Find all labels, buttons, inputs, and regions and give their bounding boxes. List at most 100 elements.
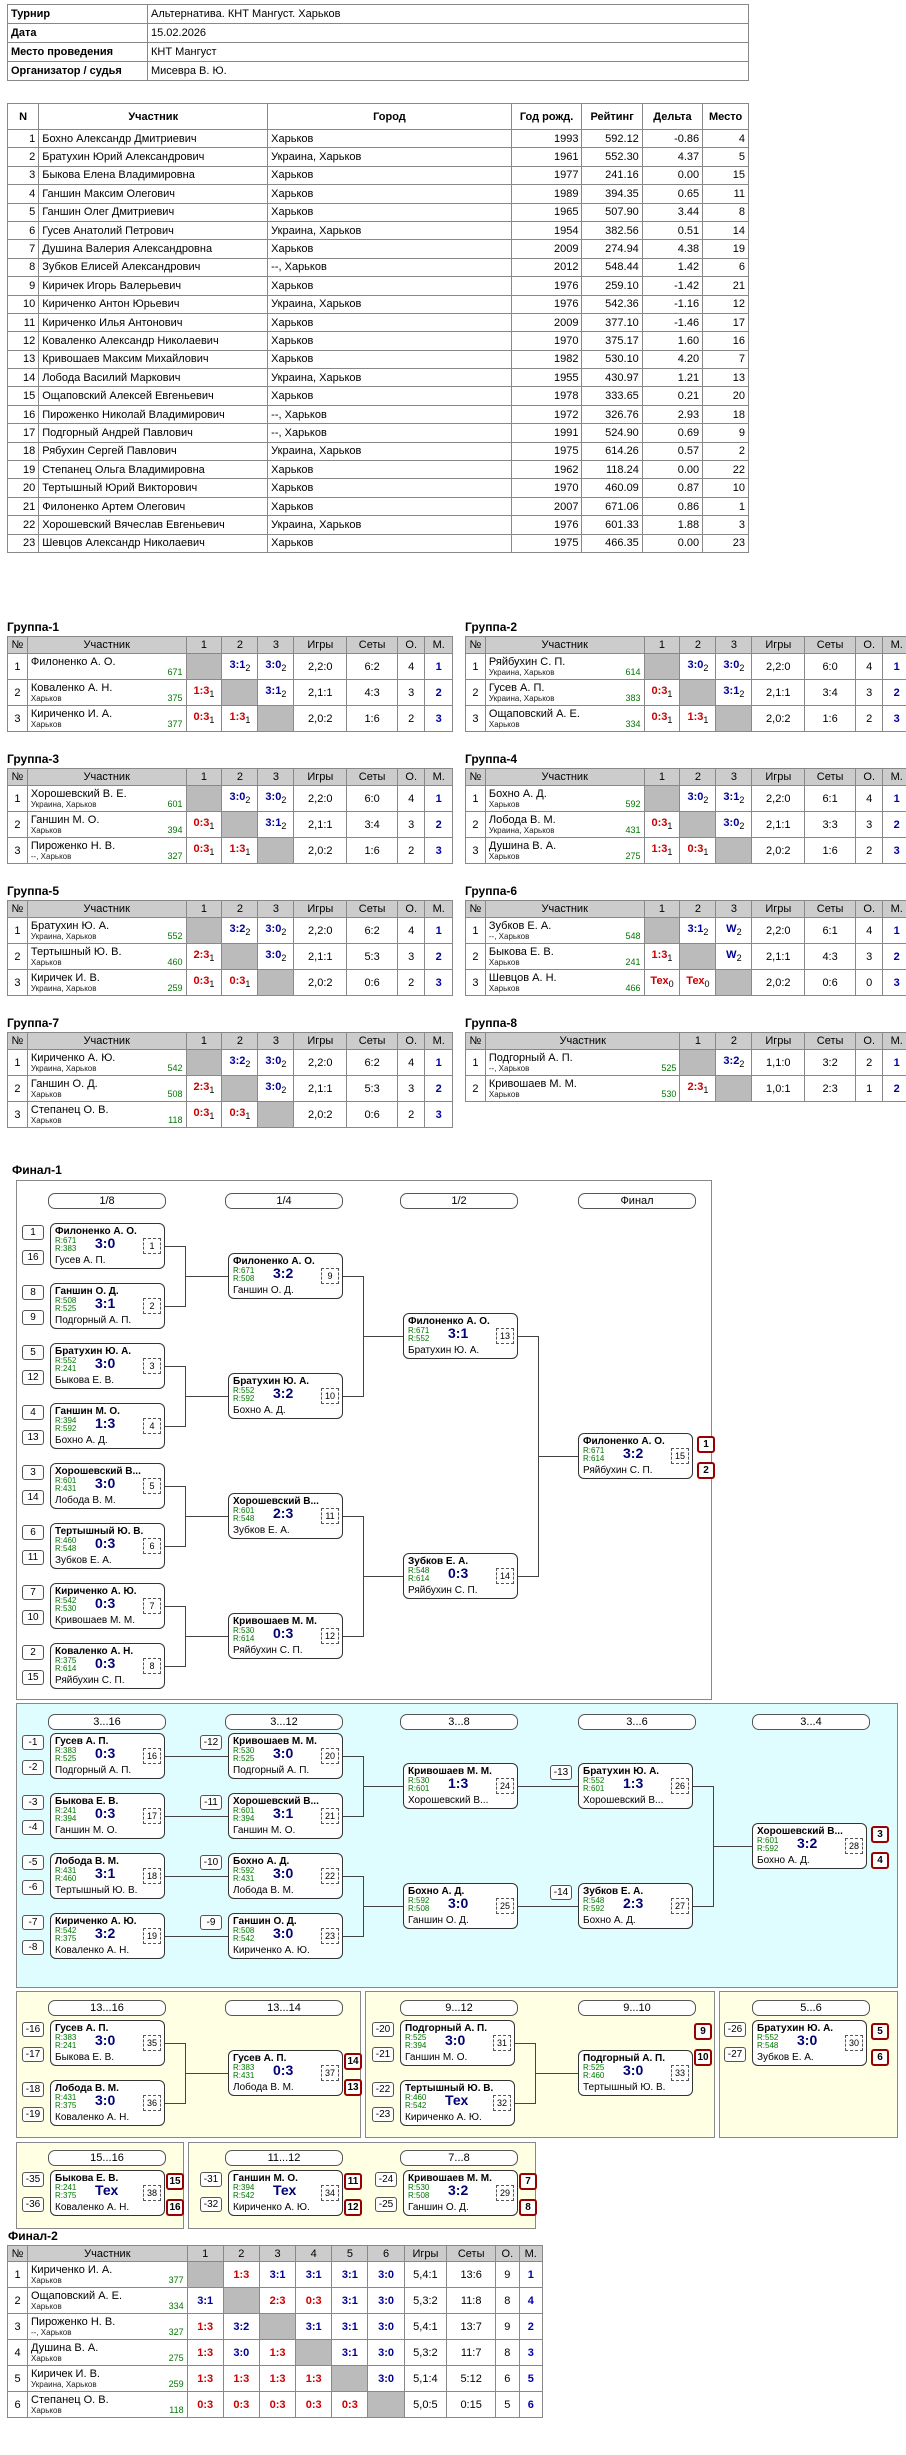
group-o: 3 — [396, 1075, 426, 1102]
result-score: 3:2 — [233, 2320, 250, 2333]
participant-name: Ощаповский А. Е. — [488, 708, 580, 720]
final2-games: 5,1:4 — [403, 2365, 448, 2392]
players-cell: 274.94 — [581, 239, 643, 259]
group-result-cell — [643, 917, 681, 944]
group-result-cell: 0:31 — [643, 705, 681, 732]
seed-box: 2 — [22, 1645, 44, 1660]
match-score: 3:0 — [95, 1475, 116, 1491]
seed-box: -25 — [375, 2197, 397, 2212]
group-result-cell — [643, 785, 681, 812]
result-score: 3:1 — [269, 2268, 286, 2281]
match-rating-b: R:508 — [233, 1274, 255, 1283]
players-cell: 1970 — [510, 331, 583, 351]
result-score: 1:3 — [229, 843, 246, 856]
players-cell: 15 — [702, 165, 749, 186]
group-col-header: О. — [854, 900, 884, 918]
participant-rating: 259 — [167, 983, 183, 993]
group-place: 2 — [882, 679, 906, 706]
group-col-header: 2 — [221, 768, 259, 786]
players-cell: 21 — [6, 496, 40, 517]
group-result-cell: 3:02 — [257, 653, 295, 680]
participant-rating: 431 — [625, 825, 641, 835]
group-col-header: Участник — [484, 900, 645, 918]
group-row-num: 1 — [465, 917, 486, 944]
group-col-header: 2 — [679, 636, 717, 654]
players-cell: Кириченко Антон Юрьевич — [38, 294, 269, 314]
participant-rating: 592 — [625, 799, 641, 809]
match-rating-b: R:460 — [583, 2071, 605, 2080]
group-row-num: 2 — [465, 1075, 486, 1102]
players-cell: Украина, Харьков — [267, 515, 512, 535]
participant-name: Быкова Е. В. — [488, 946, 554, 958]
match-rating-b: R:431 — [233, 2071, 255, 2080]
bracket-line — [185, 2073, 228, 2074]
players-cell: 8 — [6, 257, 40, 278]
participant-name: Кириченко И. А. — [31, 2264, 113, 2276]
players-cell: 18 — [702, 404, 749, 425]
match-player-a: Братухин Ю. А. — [583, 1766, 660, 1777]
group-col-header: Игры — [293, 1032, 348, 1050]
players-cell: Украина, Харьков — [267, 294, 512, 314]
seed-box: -12 — [200, 1735, 222, 1750]
group-sets: 4:3 — [804, 943, 856, 970]
players-cell: 1991 — [510, 423, 583, 443]
final2-result-cell — [222, 2287, 260, 2314]
match-player-a: Тертышный Ю. В. — [405, 2083, 494, 2094]
players-cell: 3.44 — [641, 202, 704, 222]
match-score: 3:1 — [448, 1325, 469, 1341]
bracket-line — [343, 1876, 363, 1877]
result-score: 3:1 — [305, 2268, 322, 2281]
group-result-cell: W2 — [715, 917, 753, 944]
group-row-num: 1 — [465, 1049, 486, 1076]
participant-name: Подгорный А. П. — [488, 1052, 573, 1064]
final2-col-header: 5 — [331, 2245, 369, 2262]
seed-box: -23 — [372, 2107, 394, 2122]
bracket-line — [518, 1786, 578, 1787]
bracket-line — [165, 1606, 185, 1607]
group-result-cell: 3:02 — [221, 785, 259, 812]
final2-result-cell: 3:0 — [367, 2365, 405, 2392]
match-rating-a: R:671 — [233, 1266, 255, 1275]
participant-name: Душина В. А. — [488, 840, 557, 852]
result-points: 2 — [281, 663, 287, 674]
participant-name: Степанец О. В. — [30, 1104, 109, 1116]
group-o: 4 — [854, 785, 884, 812]
players-cell: 1 — [702, 496, 749, 517]
match-number: 34 — [321, 2185, 339, 2201]
group-games: 2,2:0 — [293, 1049, 348, 1076]
players-cell: Киричек Игорь Валерьевич — [38, 276, 269, 296]
match-number: 35 — [143, 2035, 161, 2051]
place-box: 15 — [166, 2173, 184, 2190]
participant-rating: 548 — [625, 931, 641, 941]
info-key: Турнир — [7, 4, 148, 24]
final2-result-cell: 1:3 — [295, 2365, 333, 2392]
result-points: 2 — [739, 1059, 745, 1070]
result-points: 1 — [245, 979, 251, 990]
match-rating-a: R:525 — [405, 2033, 427, 2042]
players-cell: 524.90 — [581, 423, 643, 443]
group-result-cell — [185, 917, 223, 944]
result-score: 0:3 — [193, 711, 210, 724]
group-col-header: Игры — [751, 768, 806, 786]
bracket-line — [165, 1756, 228, 1757]
players-cell: Степанец Ольга Владимировна — [38, 460, 269, 480]
group-col-header: Сеты — [804, 1032, 856, 1050]
players-cell: 1.42 — [641, 257, 704, 278]
result-points: 0 — [704, 979, 710, 990]
players-cell: 430.97 — [581, 368, 643, 388]
match-rating-b: R:614 — [233, 1634, 255, 1643]
group-row-num: 3 — [7, 1101, 28, 1128]
final2-row-num: 6 — [6, 2391, 29, 2418]
players-cell: 17 — [6, 423, 40, 443]
group-result-cell — [715, 1075, 753, 1102]
match-rating-b: R:394 — [233, 1814, 255, 1823]
